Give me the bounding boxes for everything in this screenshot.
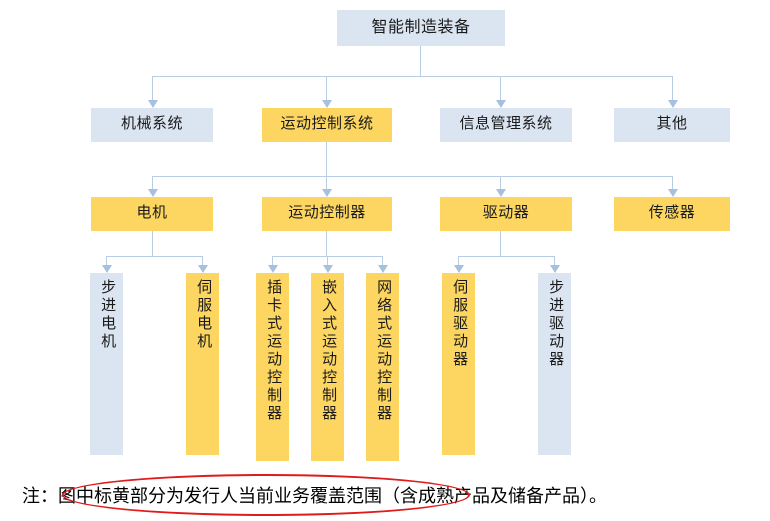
connector-motor-trunk [152, 231, 154, 256]
arrowhead-stepper-driver [550, 265, 560, 273]
node-card-type-motion-controller: 插卡式运动控制器 [256, 273, 289, 461]
node-other: 其他 [614, 108, 730, 142]
node-embedded-motion-controller: 嵌入式运动控制器 [311, 273, 344, 461]
arrowhead-network-type [378, 265, 388, 273]
connector-drop-motion-controller [326, 176, 328, 190]
connector-driver-trunk [500, 231, 502, 256]
node-motion-controller: 运动控制器 [262, 197, 392, 231]
connector-drop-motion-control [326, 76, 328, 102]
arrowhead-stepper-motor [102, 265, 112, 273]
arrowhead-servo-motor [198, 265, 208, 273]
connector-drop-stepper-motor [106, 256, 108, 266]
node-network-motion-controller: 网络式运动控制器 [366, 273, 399, 461]
arrowhead-card-type [268, 265, 278, 273]
connector-motion-controller-trunk [326, 231, 328, 256]
node-sensor: 传感器 [614, 197, 730, 231]
arrowhead-motion-controller [322, 189, 332, 197]
connector-drop-card-type [272, 256, 274, 266]
node-driver: 驱动器 [440, 197, 572, 231]
connector-drop-embedded-type [327, 256, 329, 266]
connector-drop-mechanical [152, 76, 154, 102]
arrowhead-other [668, 100, 678, 108]
connector-level3-bus [152, 176, 672, 178]
node-information-management-system: 信息管理系统 [440, 108, 572, 142]
connector-drop-driver [500, 176, 502, 190]
connector-motor-bus [106, 256, 202, 258]
node-stepper-motor: 步进电机 [90, 273, 123, 455]
node-motion-control-system: 运动控制系统 [262, 108, 392, 142]
arrowhead-mechanical [148, 100, 158, 108]
connector-drop-other [672, 76, 674, 102]
connector-drop-servo-motor [202, 256, 204, 266]
node-mechanical-system: 机械系统 [91, 108, 213, 142]
footnote-text: 注：图中标黄部分为发行人当前业务覆盖范围（含成熟产品及储备产品）。 [22, 486, 607, 506]
node-servo-motor: 伺服电机 [186, 273, 219, 455]
connector-level2-bus [152, 76, 672, 78]
connector-drop-servo-driver [458, 256, 460, 266]
connector-drop-network-type [382, 256, 384, 266]
connector-drop-motor [152, 176, 154, 190]
node-stepper-driver: 步进驱动器 [538, 273, 571, 455]
arrowhead-information-mgmt [496, 100, 506, 108]
connector-root-trunk [420, 46, 422, 76]
arrowhead-sensor [668, 189, 678, 197]
arrowhead-embedded-type [323, 265, 333, 273]
arrowhead-motor [148, 189, 158, 197]
connector-drop-information-mgmt [500, 76, 502, 102]
connector-motion-control-trunk [326, 142, 328, 176]
arrowhead-motion-control [322, 100, 332, 108]
connector-driver-bus [458, 256, 554, 258]
connector-drop-stepper-driver [554, 256, 556, 266]
arrowhead-driver [496, 189, 506, 197]
arrowhead-servo-driver [454, 265, 464, 273]
node-intelligent-manufacturing-equipment: 智能制造装备 [337, 10, 505, 46]
connector-drop-sensor [672, 176, 674, 190]
node-motor: 电机 [91, 197, 213, 231]
node-servo-driver: 伺服驱动器 [442, 273, 475, 455]
